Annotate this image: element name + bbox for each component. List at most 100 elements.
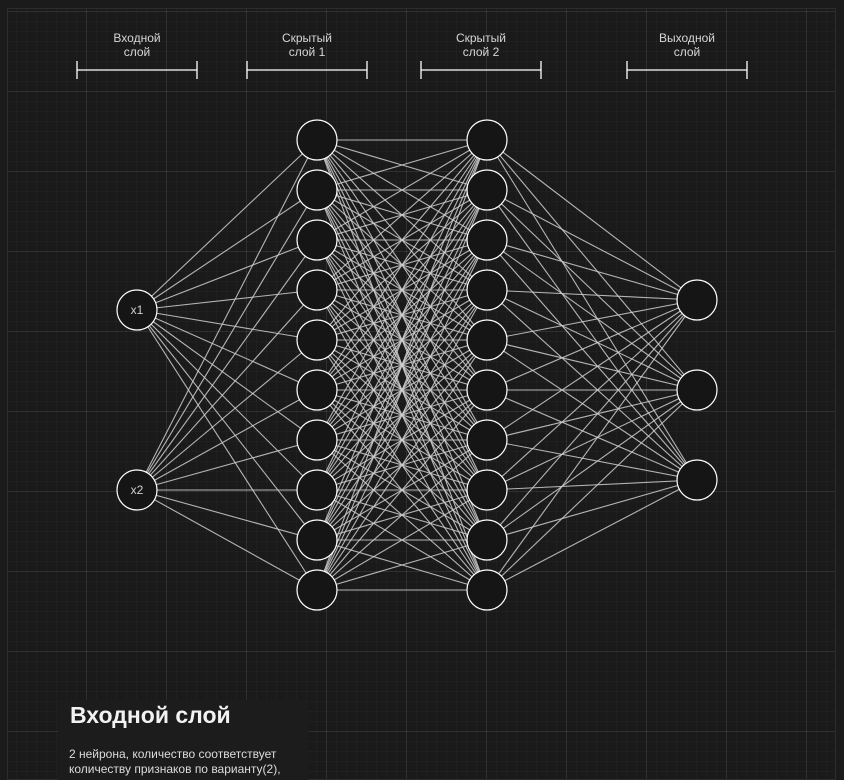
neuron-input-1: x1 [116,289,158,331]
info-text: 2 нейрона, количество соответствует коли… [69,747,281,776]
neuron-circle [466,119,508,161]
neuron-circle [296,569,338,611]
connection-hidden1-7-hidden2-1 [316,139,488,441]
info-title: Входной слой [70,702,231,728]
connection-hidden2-1-output-2 [486,139,698,391]
connection-input-2-hidden1-10 [136,489,318,591]
neuron-hidden2-8 [466,469,508,511]
connection-hidden1-10-hidden2-5 [316,339,488,591]
connection-hidden2-4-output-1 [486,289,698,301]
connection-hidden2-1-output-3 [486,139,698,481]
neuron-circle [116,289,158,331]
connection-hidden2-10-output-2 [486,389,698,591]
connection-hidden1-10-hidden2-1 [316,139,488,591]
neuron-hidden1-7 [296,419,338,461]
connection-input-1-hidden1-1 [136,139,318,311]
connection-hidden1-9-hidden2-1 [316,139,488,541]
neuron-input-2: x2 [116,469,158,511]
neuron-circle [296,169,338,211]
layer-label-input-line-2: слой [124,45,151,59]
neuron-hidden1-3 [296,219,338,261]
neuron-hidden1-1 [296,119,338,161]
layer-brackets [76,61,748,79]
neuron-hidden2-7 [466,419,508,461]
connection-hidden1-10-hidden2-4 [316,289,488,591]
connection-hidden2-3-output-1 [486,239,698,301]
layer-label-output-line-2: слой [674,45,701,59]
connection-input-2-hidden1-9 [136,489,318,541]
bracket-hidden2 [420,61,542,79]
neuron-hidden2-4 [466,269,508,311]
neuron-output-1 [676,279,718,321]
neuron-circle [466,369,508,411]
neuron-output-2 [676,369,718,411]
connection-input-1-hidden1-8 [136,309,318,491]
connection-hidden2-5-output-3 [486,339,698,481]
connection-hidden1-4-hidden2-1 [316,139,488,291]
neuron-hidden1-8 [296,469,338,511]
connection-hidden1-6-hidden2-1 [316,139,488,391]
neuron-hidden2-1 [466,119,508,161]
neuron-hidden2-3 [466,219,508,261]
neuron-circle [296,519,338,561]
layer-label-hidden2-line-1: Скрытый [456,31,506,45]
connections [136,139,698,591]
connection-hidden2-4-output-3 [486,289,698,481]
neuron-hidden2-6 [466,369,508,411]
connection-hidden1-8-hidden2-1 [316,139,488,491]
connection-hidden1-10-hidden2-7 [316,439,488,591]
neuron-circle [466,219,508,261]
bracket-output [626,61,748,79]
connection-input-1-hidden1-7 [136,309,318,441]
neuron-circle [466,569,508,611]
connection-hidden2-6-output-1 [486,299,698,391]
connection-hidden2-8-output-2 [486,389,698,491]
connection-hidden1-2-hidden2-1 [316,139,488,191]
connection-input-2-hidden1-6 [136,389,318,491]
bracket-hidden1 [246,61,368,79]
neuron-circle [466,519,508,561]
neuron-hidden2-10 [466,569,508,611]
connection-hidden2-5-output-2 [486,339,698,391]
connection-hidden1-3-hidden2-1 [316,139,488,241]
layer-label-input-line-1: Входной [113,31,160,45]
neuron-hidden1-6 [296,369,338,411]
neuron-hidden2-5 [466,319,508,361]
connection-hidden1-5-hidden2-1 [316,139,488,341]
connection-input-2-hidden1-4 [136,289,318,491]
connection-input-1-hidden1-10 [136,309,318,591]
connection-hidden2-9-output-1 [486,299,698,541]
connection-hidden1-10-hidden2-9 [316,539,488,591]
layer-label-output-line-1: Выходной [659,31,715,45]
connection-input-1-hidden1-6 [136,309,318,391]
connection-input-1-hidden1-4 [136,289,318,311]
connection-hidden2-4-output-2 [486,289,698,391]
neuron-circle [466,419,508,461]
connection-hidden2-7-output-1 [486,299,698,441]
connection-hidden2-9-output-2 [486,389,698,541]
connection-input-1-hidden1-5 [136,309,318,341]
neuron-circle [466,269,508,311]
neuron-circle [296,469,338,511]
neuron-hidden2-2 [466,169,508,211]
connection-hidden2-3-output-2 [486,239,698,391]
connection-hidden2-10-output-1 [486,299,698,591]
neuron-circle [296,419,338,461]
neuron-circle [676,279,718,321]
connection-hidden1-10-hidden2-3 [316,239,488,591]
neuron-hidden1-9 [296,519,338,561]
connection-input-2-hidden1-3 [136,239,318,491]
neuron-circle [466,169,508,211]
connection-input-2-hidden1-1 [136,139,318,491]
neuron-circle [466,319,508,361]
layer-label-hidden2-line-2: слой 2 [463,45,500,59]
layer-label-hidden1-line-2: слой 1 [289,45,326,59]
connection-hidden1-10-hidden2-2 [316,189,488,591]
neuron-hidden2-9 [466,519,508,561]
neuron-output-3 [676,459,718,501]
neuron-label-x1: x1 [131,303,144,317]
neuron-circle [296,269,338,311]
neuron-hidden1-2 [296,169,338,211]
